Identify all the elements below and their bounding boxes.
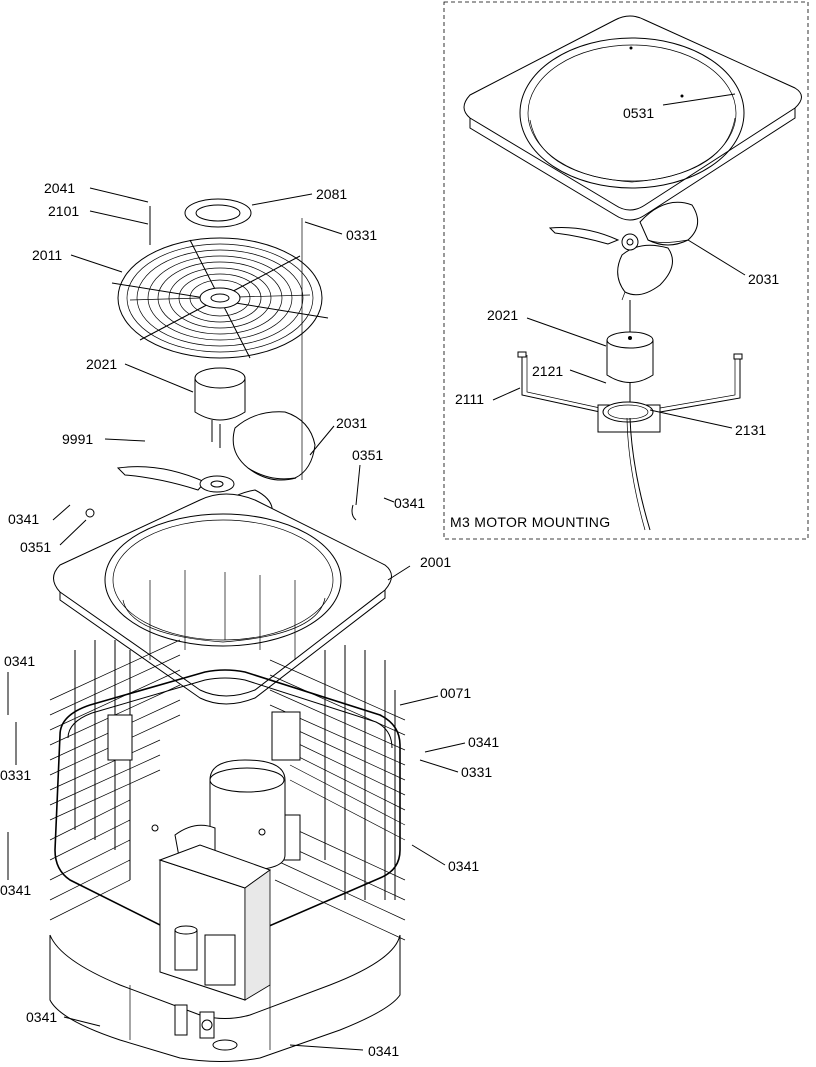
label-2011: 2011 — [32, 247, 62, 263]
label-inset-2031: 2031 — [748, 271, 779, 287]
inset-panel: M3 MOTOR MOUNTING — [443, 1, 809, 540]
inset-motor — [606, 300, 654, 405]
label-2121: 2121 — [532, 363, 563, 379]
grille-cap — [184, 198, 252, 228]
inset-fan-blades — [548, 201, 699, 301]
condenser-cabinet — [49, 570, 406, 1062]
top-panel — [53, 493, 392, 705]
label-0331-left: 0331 — [0, 767, 31, 783]
inset-border — [443, 1, 809, 540]
label-0331-top: 0331 — [346, 227, 377, 243]
label-0351-left: 0351 — [20, 539, 51, 555]
inset-mount-bracket — [517, 351, 743, 531]
label-0341-right-low: 0341 — [448, 858, 479, 874]
label-0341-left-low: 0341 — [0, 882, 31, 898]
label-inset-2021: 2021 — [487, 307, 518, 323]
label-2131: 2131 — [735, 422, 766, 438]
label-0341-bottom-left: 0341 — [26, 1009, 57, 1025]
label-2101: 2101 — [48, 203, 79, 219]
inset-top-panel — [463, 15, 802, 221]
fan-guard — [111, 237, 329, 359]
label-2031: 2031 — [336, 415, 367, 431]
label-2111: 2111 — [455, 391, 484, 407]
label-2021: 2021 — [86, 356, 117, 372]
label-0351-right: 0351 — [352, 447, 383, 463]
label-0341-right-mid: 0341 — [468, 734, 499, 750]
label-2041: 2041 — [44, 180, 75, 196]
inset-title: M3 MOTOR MOUNTING — [450, 514, 610, 530]
label-0341-left-mid: 0341 — [4, 653, 35, 669]
fan-motor — [194, 367, 246, 448]
label-2001: 2001 — [420, 554, 451, 570]
main-leaders — [7, 187, 466, 1051]
label-0531: 0531 — [623, 105, 654, 121]
label-0341-right-top: 0341 — [394, 495, 425, 511]
label-0071: 0071 — [440, 685, 471, 701]
label-0331-right: 0331 — [461, 764, 492, 780]
label-2081: 2081 — [316, 186, 347, 202]
inset-leaders — [492, 93, 746, 429]
label-9991: 9991 — [62, 431, 93, 447]
label-0341-bottom-right: 0341 — [368, 1043, 399, 1059]
label-0341-left-top: 0341 — [8, 511, 39, 527]
